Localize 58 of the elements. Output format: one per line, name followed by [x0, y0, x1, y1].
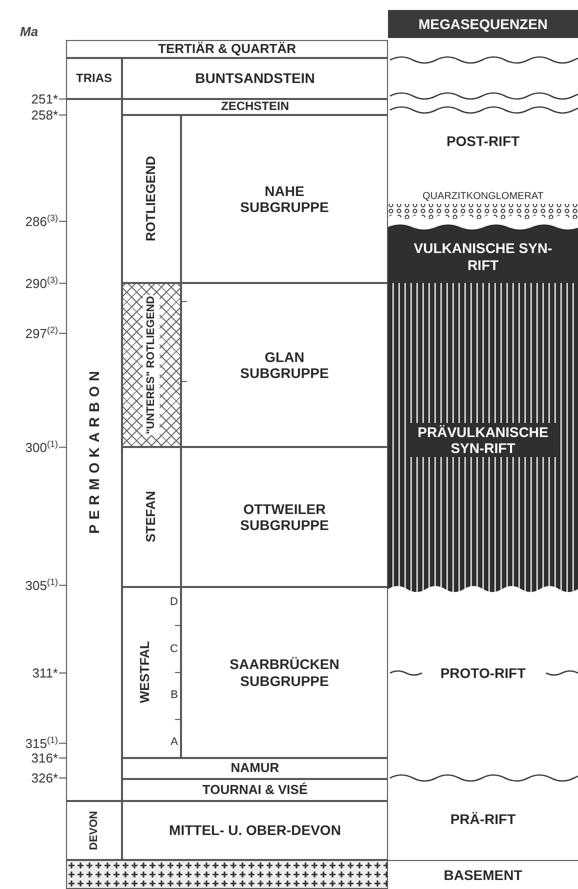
age-label: 286$^{(3)}$ — [25, 212, 58, 230]
stratum-cell — [181, 587, 388, 758]
stratum-cell — [122, 801, 388, 860]
stratum-cell — [122, 447, 181, 587]
stratum-cell — [66, 801, 122, 860]
stratum-cell — [122, 58, 388, 99]
stratum-cell — [122, 779, 388, 801]
stratum-name: BUNTSANDSTEIN — [195, 70, 315, 87]
volcanic-band — [388, 222, 578, 283]
age-label: 297$^{(2)}$ — [25, 324, 58, 342]
megasequence-name: VULKANISCHE SYN-RIFT — [413, 240, 553, 273]
stratum-cell — [122, 115, 181, 283]
stratum-name: PERMOKARBON — [86, 366, 102, 534]
column-header: MEGASEQUENZEN — [418, 16, 548, 32]
age-label: 326* — [31, 770, 58, 786]
age-label: 311* — [32, 666, 58, 680]
age-label: 315$^{(1)}$ — [25, 734, 58, 752]
stratum-name: WESTFAL — [138, 641, 153, 704]
age-label: 290$^{(3)}$ — [25, 274, 58, 292]
stratum-cell — [181, 447, 388, 587]
substage-letter: A — [170, 737, 178, 748]
stratum-name: NAMUR — [230, 761, 280, 776]
age-label: 316* — [31, 750, 58, 766]
header-bar — [388, 10, 578, 38]
megasequence-name: BASEMENT — [444, 866, 522, 884]
stratum-name: DEVON — [88, 810, 100, 850]
conglomerate-band — [388, 190, 578, 222]
megasequence-name: QUARZITKONGLOMERAT — [420, 190, 546, 204]
stratum-name: GLAN SUBGRUPPE — [239, 348, 330, 382]
age-label: 251* — [31, 92, 58, 106]
stratum-cell — [122, 587, 181, 758]
stratum-cell — [66, 40, 388, 58]
stratum-cell — [66, 99, 122, 801]
substage-letter: C — [170, 644, 178, 655]
stratum-name: NAHE SUBGRUPPE — [239, 182, 330, 216]
substage-letter: B — [170, 690, 178, 702]
stratum-name: TERTIÄR & QUARTÄR — [158, 42, 296, 56]
stratum-name: ROTLIEGEND — [144, 156, 159, 242]
stratum-cell — [181, 115, 388, 283]
stratum-name: MITTEL- U. OBER-DEVON — [169, 822, 341, 839]
stratum-name: STEFAN — [144, 491, 159, 543]
age-label: 300$^{(1)}$ — [25, 438, 58, 456]
stratum-name: OTTWEILER SUBGRUPPE — [239, 500, 330, 534]
crosshatched-stratum-cell — [122, 283, 181, 447]
stratum-cell — [122, 758, 388, 779]
axis-unit-label: Ma — [20, 24, 38, 39]
stratum-name: "UNTERES" ROTLIEGEND — [143, 294, 160, 436]
stratum-cell — [122, 99, 388, 115]
age-label: 305$^{(1)}$ — [25, 576, 58, 594]
substage-letter: D — [170, 596, 178, 608]
stratum-name: TRIAS — [76, 72, 112, 86]
stratum-cell — [66, 58, 122, 99]
stratum-name: TOURNAI & VISÉ — [202, 782, 308, 798]
age-label: 258* — [31, 108, 58, 122]
stratum-cell — [181, 283, 388, 447]
stratum-name: ZECHSTEIN — [220, 100, 289, 114]
stratum-name: SAARBRÜCKEN SUBGRUPPE — [228, 656, 340, 689]
crossed-basement-block — [66, 860, 388, 889]
